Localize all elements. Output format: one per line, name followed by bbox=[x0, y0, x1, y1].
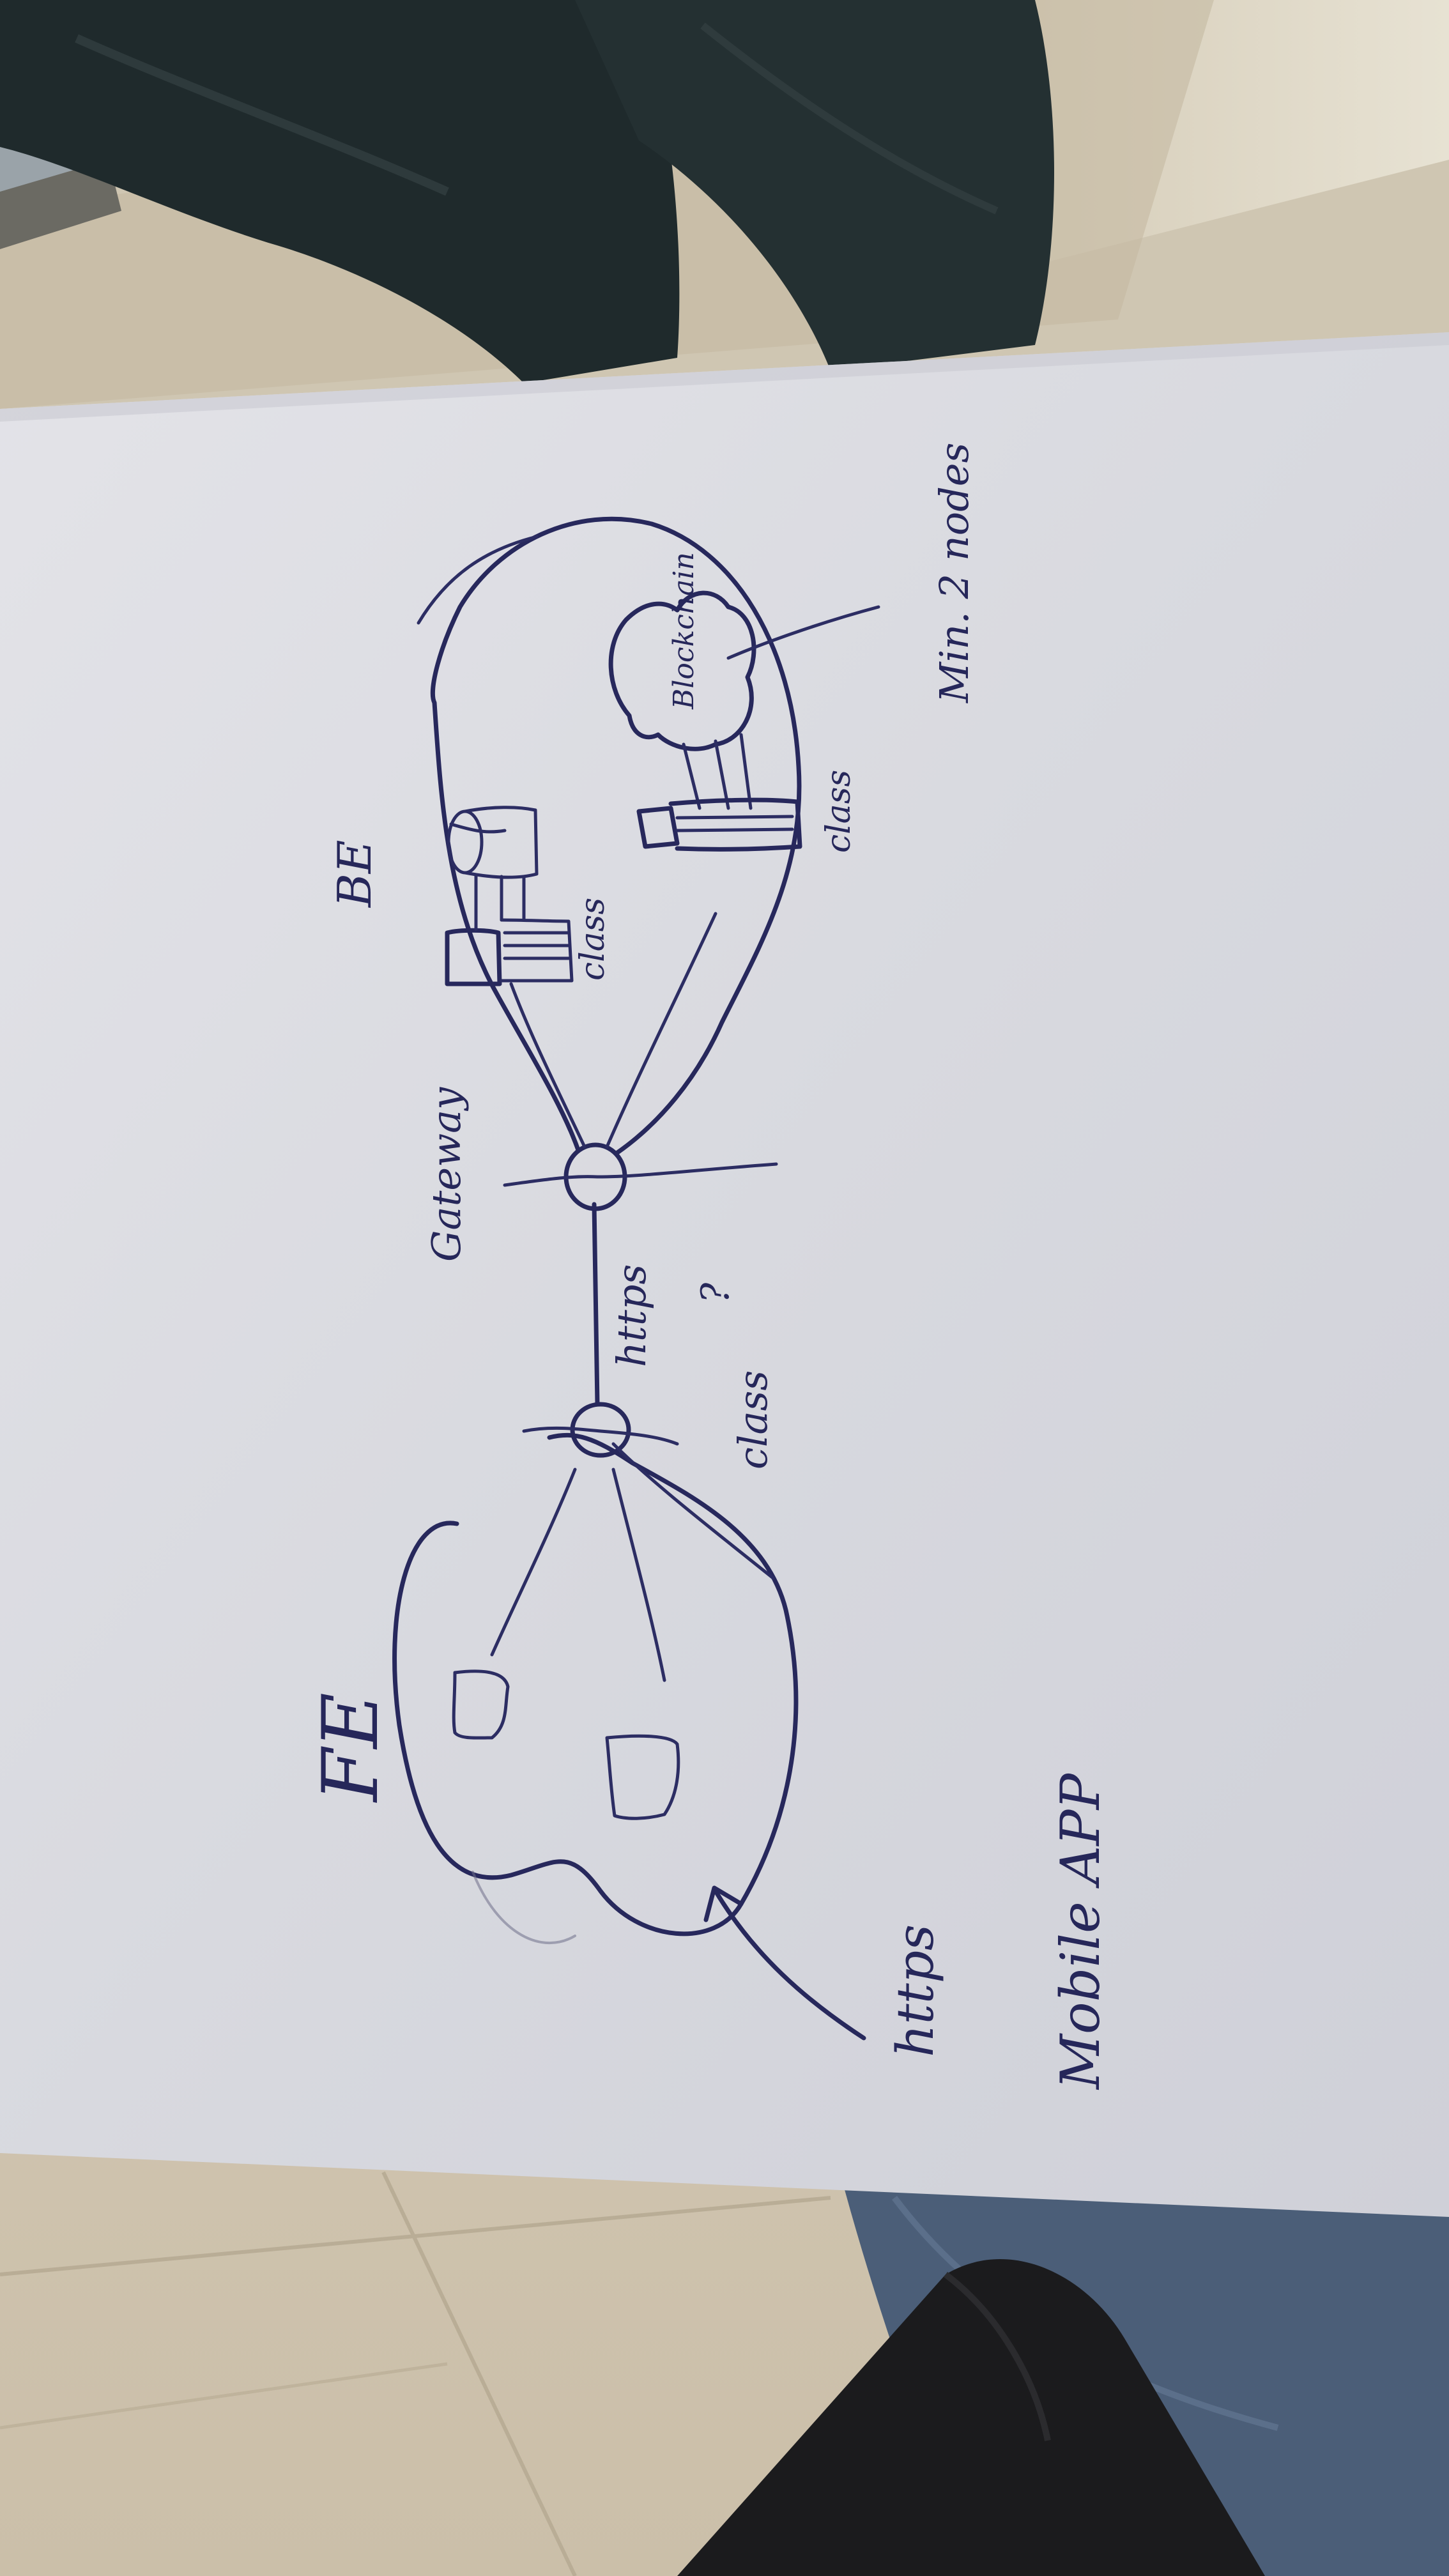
https-connection-line bbox=[592, 1202, 600, 1407]
be-label: BE bbox=[328, 840, 381, 908]
be-cloud bbox=[417, 516, 802, 1156]
database-icon bbox=[445, 806, 574, 986]
https-bottom-label: https bbox=[885, 1924, 945, 2057]
mobile-app-arrow bbox=[703, 1885, 866, 2041]
fe-gateway-node bbox=[522, 1402, 775, 1580]
fe-box-1 bbox=[452, 1669, 510, 1740]
class-chain-label: class bbox=[820, 770, 858, 853]
blockchain-label: Blockchain bbox=[668, 552, 700, 710]
mobile-app-label: Mobile APP bbox=[1049, 1772, 1112, 2090]
be-gateway-node bbox=[503, 1142, 778, 1211]
min-nodes-label: Min. 2 nodes bbox=[931, 443, 977, 703]
fe-box-2 bbox=[605, 1734, 680, 1820]
gateway-label: Gateway bbox=[423, 1087, 470, 1262]
blockchain-node bbox=[608, 590, 880, 852]
fe-label: FE bbox=[307, 1692, 395, 1803]
question-mark: ? bbox=[693, 1282, 738, 1303]
fe-cloud bbox=[392, 1432, 799, 1945]
class-mid-label: class bbox=[730, 1370, 776, 1469]
paper-sheet bbox=[0, 332, 1449, 2217]
person-legs-bottom bbox=[677, 2185, 1449, 2576]
person-legs-top bbox=[0, 0, 1054, 383]
https-mid-label: https bbox=[608, 1264, 655, 1367]
class-db-label: class bbox=[574, 898, 612, 981]
